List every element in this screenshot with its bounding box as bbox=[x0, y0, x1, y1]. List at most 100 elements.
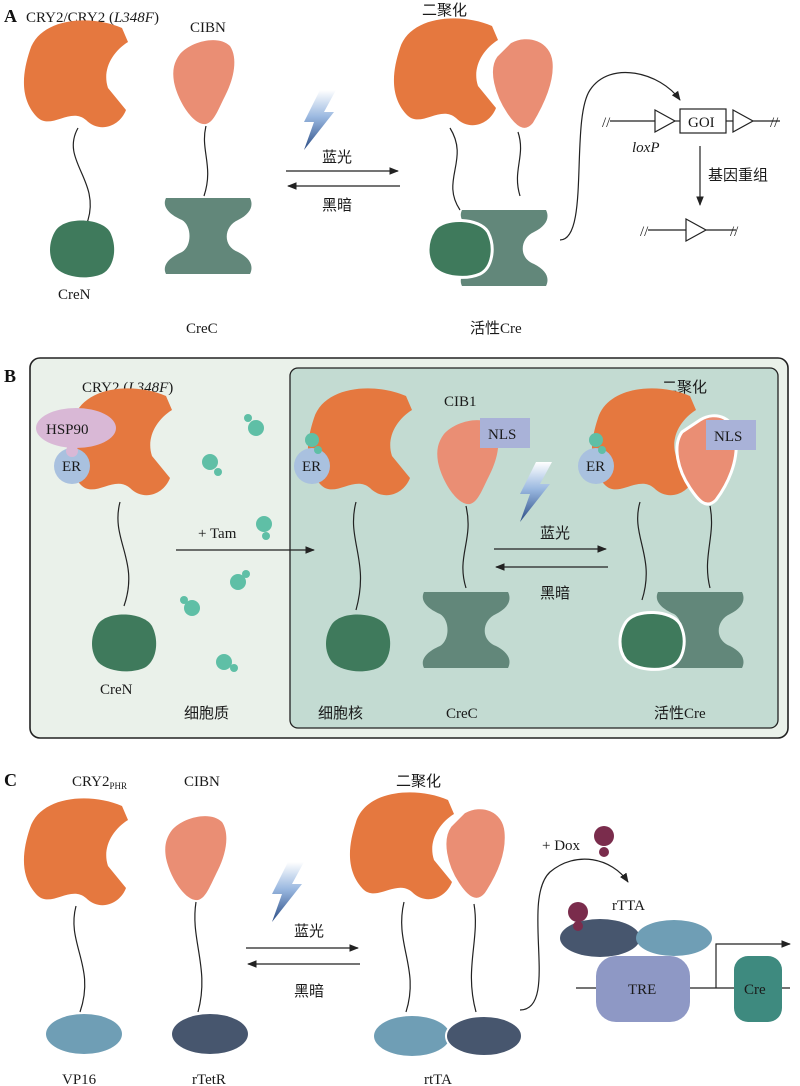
panel-b-cyto-er bbox=[54, 448, 90, 484]
panel-a-light-bolt bbox=[304, 90, 336, 150]
panel-b-cytoplasm-label: 细胞质 bbox=[184, 705, 229, 722]
panel-a-dna-left-break: // bbox=[602, 115, 611, 131]
panel-c-cibn bbox=[165, 816, 227, 901]
panel-c-curve-arrow bbox=[519, 858, 629, 1011]
panel-c-letter: C bbox=[4, 770, 17, 790]
panel-a-goi: GOI bbox=[688, 115, 715, 131]
panel-b-active-label: 活性Cre bbox=[654, 705, 706, 722]
panel-c-cre-box bbox=[734, 956, 782, 1022]
panel-b-dimer-er bbox=[578, 448, 614, 484]
panel-b-cib1-linker bbox=[462, 505, 469, 589]
panel-b-nuc-cren bbox=[326, 614, 391, 672]
panel-c-light-bolt bbox=[272, 862, 304, 922]
panel-a-loxp-left bbox=[654, 108, 677, 134]
panel-c-dimer-rtetr bbox=[445, 1015, 523, 1057]
panel-a-dimer-label: 二聚化 bbox=[422, 2, 467, 19]
panel-c-dimer-cry2 bbox=[349, 792, 454, 900]
panel-a-dimer-linker2 bbox=[516, 131, 522, 197]
panel-b-nucleus-label: 细胞核 bbox=[318, 705, 363, 722]
panel-c-tre-label: TRE bbox=[628, 982, 656, 998]
panel-b-tam-label: + Tam bbox=[198, 526, 237, 542]
panel-c-dox-molecule-dot bbox=[599, 847, 609, 857]
panel-a-cren-label: CreN bbox=[58, 287, 91, 303]
panel-b-nls-box bbox=[480, 418, 530, 448]
panel-c-vp16 bbox=[46, 1014, 122, 1054]
panel-b-nuc-tam bbox=[305, 433, 319, 447]
panel-b-cyto-er-label: ER bbox=[62, 459, 81, 475]
panel-b-dark: 黑暗 bbox=[540, 585, 570, 602]
panel-a-dimer-linker1 bbox=[449, 127, 461, 211]
panel-b-hsp90-label: HSP90 bbox=[46, 422, 89, 438]
panel-a-cren bbox=[50, 220, 115, 278]
panel-b-cyto-er-hsp-link bbox=[66, 445, 78, 457]
panel-a-dark: 黑暗 bbox=[322, 197, 352, 214]
panel-b-dimer-er-label: ER bbox=[586, 459, 605, 475]
panel-b-nuc-er bbox=[294, 448, 330, 484]
panel-b-dimer-nls-box bbox=[706, 420, 756, 450]
panel-c-promoter-arrow bbox=[715, 940, 791, 988]
panel-c-rtta-bottom-label: rtTA bbox=[424, 1072, 452, 1086]
panel-a-active-label: 活性Cre bbox=[470, 320, 522, 337]
panel-b-nuc-er-label: ER bbox=[302, 459, 321, 475]
panel-c-dimer-linker2 bbox=[470, 903, 477, 1013]
panel-c-rtetr bbox=[172, 1014, 248, 1054]
panel-b-dimer-linker2 bbox=[706, 505, 713, 589]
panel-b-dimer-nls-label: NLS bbox=[714, 429, 742, 445]
panel-b-nuc-linker bbox=[352, 501, 362, 611]
panel-c-cibn-linker bbox=[194, 901, 203, 1013]
panel-b-cyto-linker bbox=[117, 501, 130, 607]
panel-a-blue-light: 蓝光 bbox=[322, 149, 352, 166]
panel-b-letter: B bbox=[4, 366, 16, 386]
panel-c-rtta-rtetr bbox=[560, 919, 640, 957]
panel-c-bound-dox-dot bbox=[573, 921, 583, 931]
panel-b-nuc-tam-dot bbox=[314, 446, 322, 454]
panel-c-vp16-label: VP16 bbox=[62, 1072, 97, 1086]
panel-c-tre-box bbox=[596, 956, 690, 1022]
panel-c-dimer-vp16 bbox=[374, 1016, 450, 1056]
panel-b-dimer-tam bbox=[589, 433, 603, 447]
panel-c-blue-light: 蓝光 bbox=[294, 923, 324, 940]
panel-a-dna-right-break: // bbox=[770, 115, 779, 131]
panel-b-crec-label: CreC bbox=[446, 706, 478, 722]
panel-b-cib1-label: CIB1 bbox=[444, 394, 477, 410]
panel-b-dimer-linker1 bbox=[637, 501, 647, 601]
panel-a-cibn-label: CIBN bbox=[190, 20, 226, 36]
panel-a-cibn-linker bbox=[203, 125, 209, 197]
panel-c-cry2 bbox=[23, 798, 129, 906]
panel-c-cibn-label: CIBN bbox=[184, 774, 220, 790]
panel-b-cren-label: CreN bbox=[100, 682, 133, 698]
panel-c-dox-label: + Dox bbox=[542, 838, 581, 854]
panel-c-cry2-linker bbox=[73, 905, 86, 1013]
panel-a-cibn-protein bbox=[173, 40, 235, 125]
panel-a-dimer-cibn bbox=[489, 36, 556, 131]
panel-b-blue-light: 蓝光 bbox=[540, 525, 570, 542]
panel-b-nls-label: NLS bbox=[488, 427, 516, 443]
panel-a-loxp-right bbox=[732, 108, 755, 134]
panel-a-post-break-left: // bbox=[640, 224, 649, 240]
panel-a-crec-label: CreC bbox=[186, 321, 218, 337]
panel-c-dimer-linker1 bbox=[401, 901, 411, 1013]
panel-a-post-loxp bbox=[685, 217, 708, 243]
panel-a-dimer-cry2 bbox=[393, 18, 498, 126]
panel-c-rtetr-label: rTetR bbox=[192, 1072, 226, 1086]
panel-b-hsp90 bbox=[36, 408, 116, 448]
panel-b-dimer-cren bbox=[618, 610, 686, 671]
panel-b-dimer-tam-dot bbox=[598, 446, 606, 454]
panel-c-bound-dox bbox=[568, 902, 588, 922]
panel-c-dox-molecule bbox=[594, 826, 614, 846]
panel-a-recomb-label: 基因重组 bbox=[708, 167, 768, 184]
panel-a-curve-arrow bbox=[559, 71, 681, 241]
panel-a-dimer-cren bbox=[426, 218, 494, 279]
panel-a-letter: A bbox=[4, 6, 17, 26]
panel-c-dark: 黑暗 bbox=[294, 983, 324, 1000]
panel-b-tam-molecules bbox=[180, 414, 272, 672]
panel-c-rtta-vp16 bbox=[636, 920, 712, 956]
panel-c-cry2-label: CRY2PHR bbox=[72, 774, 127, 791]
panel-a-post-break-right: // bbox=[730, 224, 739, 240]
panel-c-rtta-top-label: rTTA bbox=[612, 898, 645, 914]
panel-c-cre-label: Cre bbox=[744, 982, 766, 998]
panel-b-cyto-cren bbox=[92, 614, 157, 672]
panel-a-loxp-label: loxP bbox=[632, 140, 660, 156]
